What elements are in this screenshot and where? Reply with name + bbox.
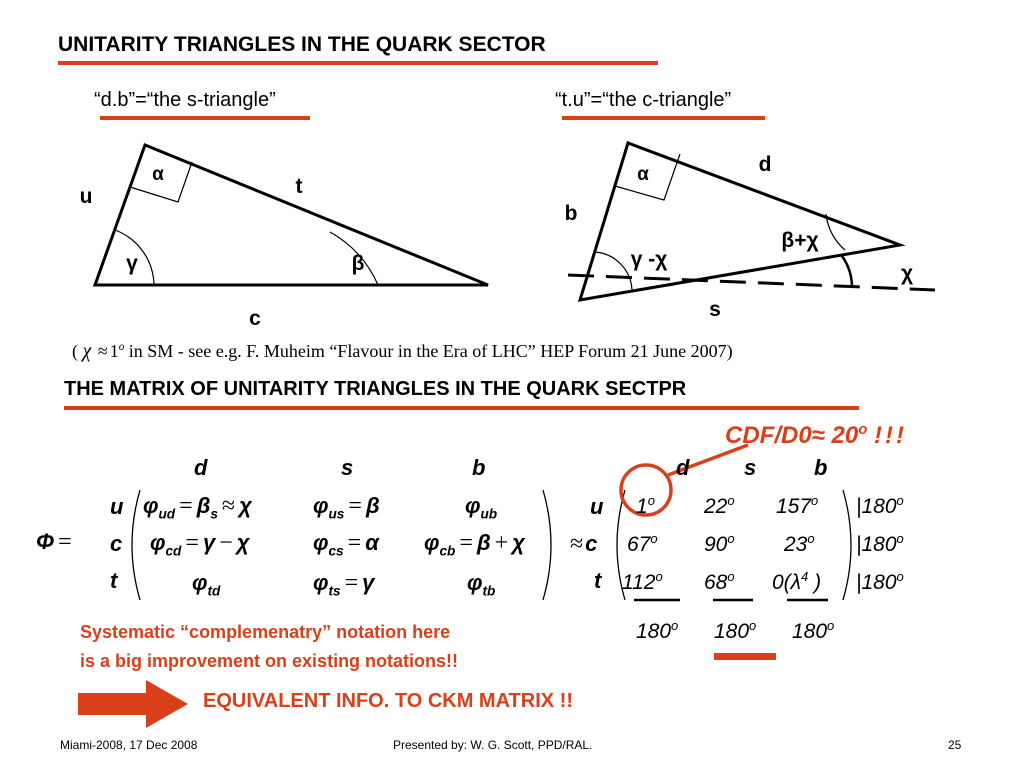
cell-cb: φcb=β+χ xyxy=(424,530,525,559)
s-triangle-diagram: α β γ u t c α β+χ γ -χ χ d b s xyxy=(80,141,936,330)
highlight-pointer-line xyxy=(667,443,749,477)
s-side-c-label: c xyxy=(249,307,261,330)
matrix-col-d: d xyxy=(194,455,208,480)
c-triangle-title: “t.u”=“the c-triangle” xyxy=(555,89,732,111)
slide-title: UNITARITY TRIANGLES IN THE QUARK SECTOR xyxy=(58,33,546,56)
num-ts: 68o xyxy=(704,569,735,594)
matrix-col-s: s xyxy=(341,455,354,480)
s-alpha-marker xyxy=(129,161,193,203)
num-col-s: s xyxy=(744,455,757,480)
cdf-d0-note: CDF/D0≈ 20o !!! xyxy=(725,422,907,450)
s-beta-label: β xyxy=(352,252,365,275)
c-side-d-label: d xyxy=(759,153,772,176)
s-alpha-label: α xyxy=(152,164,164,185)
c-alpha-label: α xyxy=(637,164,649,185)
num-col-d: d xyxy=(676,455,690,480)
matrix-col-b: b xyxy=(472,455,486,480)
sm-note-text: in SM - see e.g. F. Muheim “Flavour in t… xyxy=(128,341,733,361)
num-row-c: ≈c xyxy=(570,531,598,557)
systematic-line-2: is a big improvement on existing notatio… xyxy=(80,651,459,671)
c-side-b-label: b xyxy=(565,202,578,225)
c-chi-label: χ xyxy=(901,262,913,285)
s-triangle-title-underline xyxy=(100,116,310,120)
num-cb: 23o xyxy=(784,531,815,556)
c-gamma-chi-label: γ -χ xyxy=(631,248,668,271)
c-alpha-marker xyxy=(614,153,681,201)
c-triangle-title-underline xyxy=(562,116,765,120)
cdf-d0-value: ≈ 20 xyxy=(811,422,859,449)
cell-cd: φcd=γ−χ xyxy=(150,530,250,559)
c-gamma-arc xyxy=(594,251,633,292)
s-triangle-outline xyxy=(92,143,489,287)
cdf-d0-excl: !!! xyxy=(873,422,907,449)
title-underline xyxy=(58,61,658,65)
num-cs: 90o xyxy=(704,531,735,556)
arrow-icon xyxy=(78,680,188,728)
matrix-row-t: t xyxy=(110,568,118,593)
sm-note-chi: χ xyxy=(82,340,92,362)
row-sum-1: |180o xyxy=(856,493,904,518)
s-gamma-arc xyxy=(114,229,155,286)
cell-ub: φub xyxy=(465,493,498,522)
footer-center: Presented by: W. G. Scott, PPD/RAL. xyxy=(393,738,593,752)
s-side-u-label: u xyxy=(80,185,93,208)
c-dashed-line xyxy=(567,273,936,292)
c-triangle-outline xyxy=(577,141,906,302)
matrix-title: THE MATRIX OF UNITARITY TRIANGLES IN THE… xyxy=(64,378,687,400)
s-triangle-title: “d.b”=“the s-triangle” xyxy=(94,89,276,111)
highlight-circle xyxy=(619,463,673,517)
cell-ud: φud=βs≈χ xyxy=(143,493,252,522)
s-beta-arc xyxy=(329,231,379,286)
sm-note-approx: ≈ xyxy=(97,341,108,361)
num-tb: 0(λ4 ) xyxy=(772,569,822,594)
matrix-phi: Φ= xyxy=(36,529,72,555)
cell-us: φus=β xyxy=(313,493,380,522)
num-ud: 1o xyxy=(636,493,655,518)
sm-note: ( χ ≈1o in SM - see e.g. F. Muheim “Flav… xyxy=(72,340,733,363)
col-sum-1: 180o xyxy=(636,618,679,643)
c-beta-chi-label: β+χ xyxy=(781,229,818,252)
num-ub: 157o xyxy=(776,493,819,518)
col-sum-3: 180o xyxy=(792,618,835,643)
left-matrix-close-paren xyxy=(542,489,552,601)
row-sum-3: |180o xyxy=(856,569,904,594)
num-cd: 67o xyxy=(627,531,658,556)
num-row-t: t xyxy=(594,568,602,593)
row-sum-2: |180o xyxy=(856,531,904,556)
num-us: 22o xyxy=(704,493,735,518)
cell-td: φtd xyxy=(192,570,221,599)
cell-cs: φcs=α xyxy=(313,530,379,559)
sm-note-one: 1 xyxy=(109,341,119,361)
c-beta-arc xyxy=(825,213,846,251)
c-side-s-label: s xyxy=(709,298,721,321)
s-side-t-label: t xyxy=(296,175,303,198)
matrix-brackets xyxy=(131,443,852,602)
cell-tb: φtb xyxy=(467,570,496,599)
red-highlight-bar xyxy=(714,653,776,660)
systematic-line-1: Systematic “complemenatry” notation here xyxy=(80,622,451,642)
footer-left: Miami-2008, 17 Dec 2008 xyxy=(60,738,198,752)
num-row-u: u xyxy=(590,494,604,519)
cell-ts: φts=γ xyxy=(313,570,375,599)
matrix-title-underline xyxy=(64,406,859,410)
sm-note-open: ( xyxy=(72,341,78,361)
num-col-b: b xyxy=(814,455,828,480)
matrix-row-c: c xyxy=(110,531,123,556)
s-gamma-label: γ xyxy=(126,252,138,275)
sm-note-deg: o xyxy=(118,341,125,353)
col-sum-2: 180o xyxy=(714,618,757,643)
c-chi-arc xyxy=(840,255,854,287)
cdf-d0-text: CDF/D0 xyxy=(725,422,812,449)
matrix-row-u: u xyxy=(110,494,124,519)
num-td: 112o xyxy=(622,569,663,594)
equivalent-text: EQUIVALENT INFO. TO CKM MATRIX !! xyxy=(203,690,573,712)
cdf-d0-deg: o xyxy=(858,422,868,438)
right-matrix-close-paren xyxy=(842,489,852,601)
left-matrix-open-paren xyxy=(131,489,141,601)
footer-page-number: 25 xyxy=(948,738,962,752)
